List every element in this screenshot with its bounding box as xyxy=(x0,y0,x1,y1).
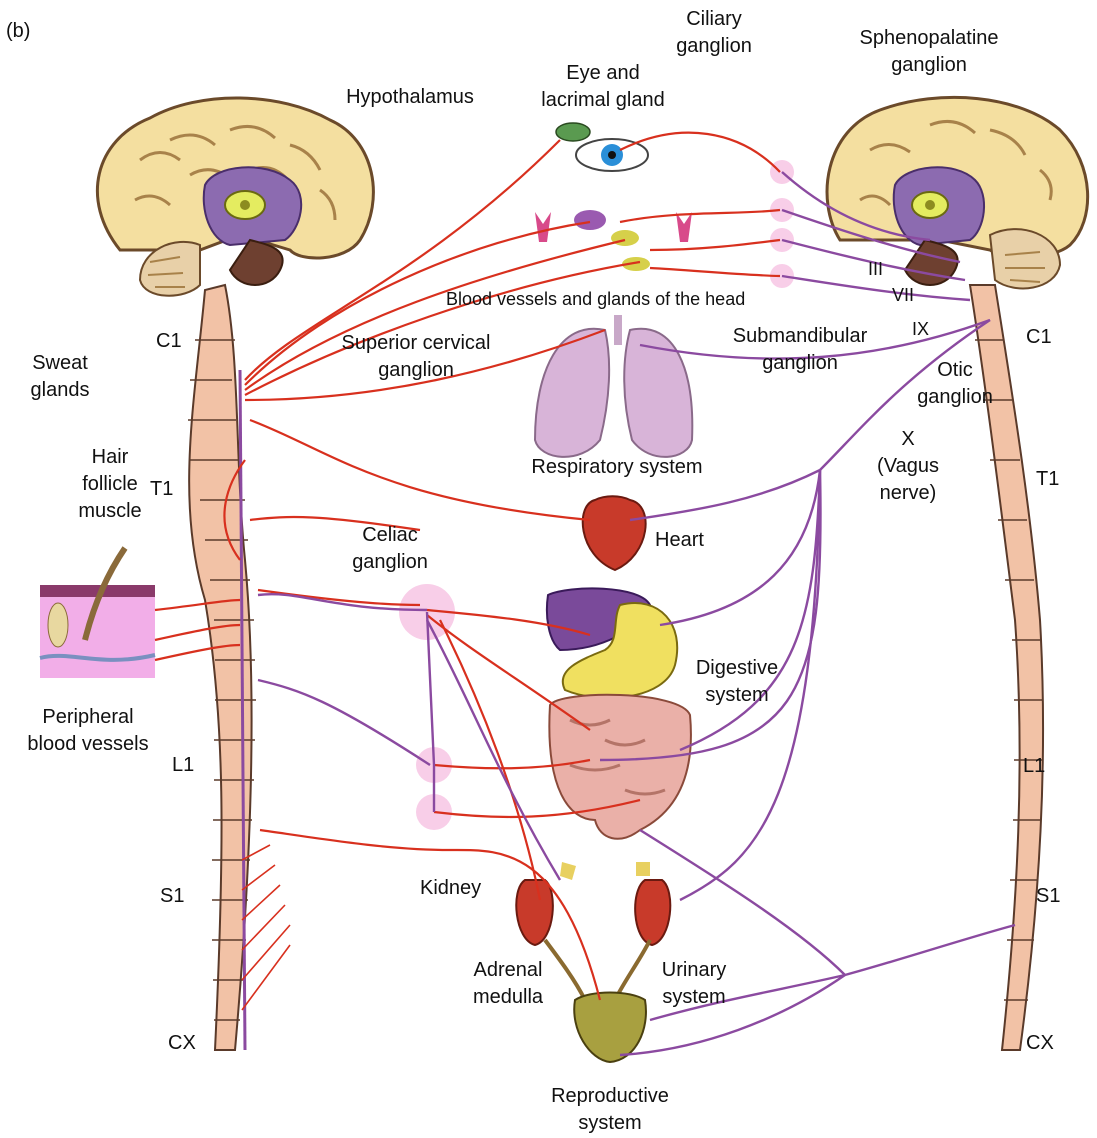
label-otic-line1: Otic xyxy=(937,357,973,383)
cranial-nerve-ix: IX xyxy=(912,316,929,342)
label-blood-vessels-head: Blood vessels and glands of the head xyxy=(446,286,745,312)
figure-label: (b) xyxy=(6,18,30,44)
label-hair-line3: muscle xyxy=(78,498,141,524)
cranial-nerve-iii: III xyxy=(868,256,883,282)
label-submandibular-line2: ganglion xyxy=(762,350,838,376)
right-level-s1: S1 xyxy=(1036,883,1060,909)
label-digestive-line1: Digestive xyxy=(696,655,778,681)
label-reproductive-line2: system xyxy=(578,1110,641,1136)
label-sweat-line1: Sweat xyxy=(32,350,88,376)
label-vagus-line1: X xyxy=(901,426,914,452)
left-level-s1: S1 xyxy=(160,883,184,909)
label-superior-cervical-line2: ganglion xyxy=(378,357,454,383)
label-adrenal-line1: Adrenal xyxy=(474,957,543,983)
left-level-l1: L1 xyxy=(172,752,194,778)
label-respiratory-system: Respiratory system xyxy=(531,454,702,480)
right-level-cx: CX xyxy=(1026,1030,1054,1056)
label-reproductive-line1: Reproductive xyxy=(551,1083,669,1109)
label-hair-line1: Hair xyxy=(92,444,129,470)
right-level-c1: C1 xyxy=(1026,324,1052,350)
label-ciliary-line1: Ciliary xyxy=(686,6,742,32)
organs xyxy=(516,123,692,1062)
label-urinary-line2: system xyxy=(662,984,725,1010)
left-level-c1: C1 xyxy=(156,328,182,354)
label-ciliary-line2: ganglion xyxy=(676,33,752,59)
right-level-l1: L1 xyxy=(1023,753,1045,779)
label-kidney: Kidney xyxy=(420,875,481,901)
label-superior-cervical-line1: Superior cervical xyxy=(342,330,491,356)
label-sphenopalatine-line1: Sphenopalatine xyxy=(859,25,998,51)
left-level-cx: CX xyxy=(168,1030,196,1056)
label-peripheral-line2: blood vessels xyxy=(27,731,148,757)
label-sphenopalatine-line2: ganglion xyxy=(891,52,967,78)
skin-inset xyxy=(40,548,155,678)
left-brain xyxy=(97,98,373,296)
label-peripheral-line1: Peripheral xyxy=(42,704,133,730)
label-heart: Heart xyxy=(655,527,704,553)
label-adrenal-line2: medulla xyxy=(473,984,543,1010)
label-eye-line2: lacrimal gland xyxy=(541,87,664,113)
left-level-t1: T1 xyxy=(150,476,173,502)
label-hypothalamus: Hypothalamus xyxy=(346,84,474,110)
label-otic-line2: ganglion xyxy=(917,384,993,410)
label-celiac-line2: ganglion xyxy=(352,549,428,575)
right-level-t1: T1 xyxy=(1036,466,1059,492)
label-hair-line2: follicle xyxy=(82,471,138,497)
label-urinary-line1: Urinary xyxy=(662,957,726,983)
label-vagus-line3: nerve) xyxy=(880,480,937,506)
label-digestive-line2: system xyxy=(705,682,768,708)
cranial-nerve-vii: VII xyxy=(892,282,914,308)
label-sweat-line2: glands xyxy=(31,377,90,403)
label-submandibular-line1: Submandibular xyxy=(733,323,868,349)
label-vagus-line2: (Vagus xyxy=(877,453,939,479)
label-celiac-line1: Celiac xyxy=(362,522,418,548)
label-eye-line1: Eye and xyxy=(566,60,639,86)
